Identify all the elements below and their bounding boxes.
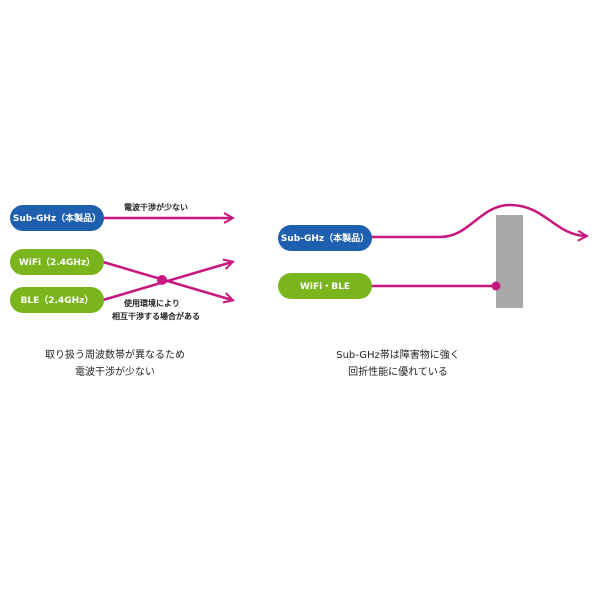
wifi-ble-pill — [278, 273, 372, 299]
ble-pill — [10, 287, 104, 313]
subghz-pill-label: Sub-GHz（本製品） — [13, 212, 101, 224]
interference-point — [157, 275, 167, 285]
subghz-diffraction-arrow — [370, 203, 586, 237]
mutual-interference-note-line2: 相互干渉する場合がある — [112, 311, 200, 321]
wifi-pill — [10, 249, 104, 275]
left-caption-line1: 取り扱う周波数帯が異なるため — [45, 348, 185, 361]
low-interference-note: 電波干渉が少ない — [124, 202, 188, 212]
subghz-pill — [10, 205, 104, 231]
ble-pill-label: BLE（2.4GHz） — [21, 295, 94, 306]
right-subghz-pill-label: Sub-GHz（本製品） — [281, 232, 369, 244]
ble-crossing-arrow — [102, 262, 232, 302]
wifi-pill-label: WiFi（2.4GHz） — [19, 257, 95, 268]
left-diagram: Sub-GHz（本製品） WiFi（2.4GHz） BLE（2.4GHz） 電波… — [10, 202, 232, 378]
right-caption-line2: 回折性能に優れている — [348, 365, 448, 378]
blocked-point — [491, 281, 501, 291]
obstacle-wall — [496, 215, 523, 308]
mutual-interference-note-line1: 使用環境により — [123, 298, 180, 308]
right-caption-line1: Sub-GHz帯は障害物に強く — [336, 348, 460, 361]
left-caption-line2: 電波干渉が少ない — [75, 365, 155, 378]
wifi-ble-pill-label: WiFi・BLE — [300, 282, 350, 292]
right-diagram: Sub-GHz（本製品） WiFi・BLE Sub-GHz帯は障害物に強く 回折… — [278, 203, 586, 378]
right-subghz-pill — [278, 225, 372, 251]
